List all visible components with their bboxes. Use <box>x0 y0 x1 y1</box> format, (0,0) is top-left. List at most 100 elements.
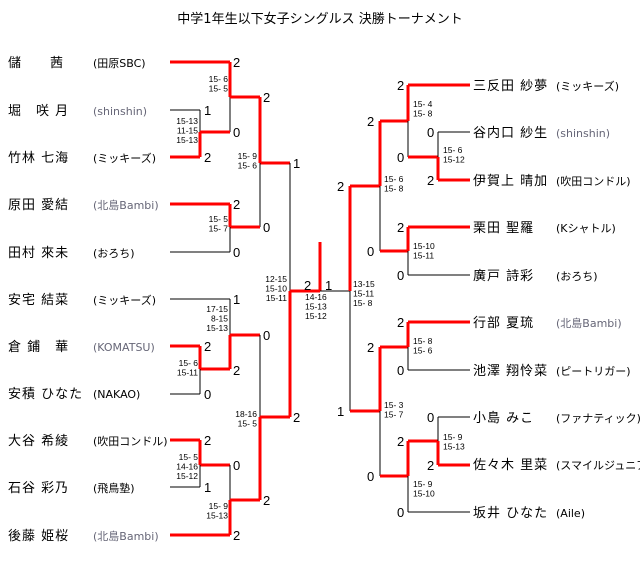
game-score: 15-13 <box>176 116 198 126</box>
match-score-count: 2 <box>233 55 240 70</box>
player-name: 三反田 紗夢 <box>473 79 548 94</box>
match-score-count: 2 <box>233 528 240 543</box>
game-score: 15- 8 <box>413 336 433 346</box>
player-club: (ミッキーズ) <box>93 151 156 165</box>
player-club: (北島Bambi) <box>93 198 159 212</box>
match-score-count: 0 <box>397 150 404 165</box>
player-club: (ピートリガー) <box>556 365 631 378</box>
game-score: 15- 9 <box>443 432 463 442</box>
game-score: 15- 7 <box>209 224 229 234</box>
match-score-count: 2 <box>427 173 434 188</box>
match-score-count: 0 <box>397 363 404 378</box>
game-score: 15-10 <box>413 241 435 251</box>
player-club: (飛鳥塾) <box>93 481 135 495</box>
game-score: 15- 4 <box>413 99 433 109</box>
match-score-count: 0 <box>427 125 434 140</box>
player-name: 谷内口 紗生 <box>473 125 548 141</box>
player-club: (ファナティック) <box>556 412 640 425</box>
game-score: 8-15 <box>211 314 228 324</box>
match-score-count: 2 <box>397 220 404 235</box>
match-score-count: 1 <box>204 480 211 495</box>
player-name: 儲 茜 <box>8 56 64 71</box>
match-score-count: 2 <box>263 493 270 508</box>
match-score-count: 2 <box>367 114 374 129</box>
game-score: 15- 6 <box>179 358 199 368</box>
player-club: (田原SBC) <box>93 57 146 70</box>
game-score: 15- 6 <box>209 74 229 84</box>
player-club: (吹田コンドル) <box>93 435 168 448</box>
player-name: 栗田 聖羅 <box>473 221 534 236</box>
game-score: 15-11 <box>266 293 287 303</box>
game-score: 15- 9 <box>209 501 229 511</box>
match-score-count: 2 <box>304 278 311 293</box>
game-score: 15- 5 <box>238 419 258 429</box>
player-name: 倉 鋪 華 <box>8 339 69 355</box>
match-score-count: 2 <box>293 410 300 425</box>
player-club: (shinshin) <box>556 127 610 140</box>
match-score-count: 0 <box>204 387 211 402</box>
game-score: 15-12 <box>305 311 327 321</box>
game-score: 15- 9 <box>413 479 433 489</box>
player-name: 池澤 翔怜菜 <box>473 364 548 379</box>
game-score: 15-13 <box>305 302 327 312</box>
match-score-count: 0 <box>427 410 434 425</box>
player-name: 廣戸 詩彩 <box>473 269 534 284</box>
game-score: 15- 6 <box>384 174 404 184</box>
match-score-count: 0 <box>263 328 270 343</box>
game-score: 15-12 <box>443 155 465 165</box>
player-name: 安積 ひなた <box>8 387 83 402</box>
match-score-count: 1 <box>204 103 211 118</box>
player-name: 原田 愛結 <box>8 198 69 213</box>
game-score: 15-10 <box>413 489 435 499</box>
match-score-count: 2 <box>204 150 211 165</box>
game-score: 15- 6 <box>413 346 433 356</box>
match-score-count: 2 <box>204 339 211 354</box>
game-score: 15-11 <box>353 289 374 299</box>
match-score-count: 2 <box>367 340 374 355</box>
match-score-count: 0 <box>233 458 240 473</box>
game-score: 15-13 <box>176 135 198 145</box>
match-score-count: 2 <box>397 315 404 330</box>
game-score: 15- 5 <box>209 214 229 224</box>
game-score: 13-15 <box>353 279 375 289</box>
player-club: (スマイルジュニア) <box>556 459 640 472</box>
player-club: (おろち) <box>556 270 598 283</box>
game-score: 15- 8 <box>413 109 433 119</box>
game-score: 12-15 <box>265 274 287 284</box>
player-name: 行部 夏琉 <box>473 316 534 331</box>
player-club: (ミッキーズ) <box>556 79 619 93</box>
match-score-count: 0 <box>367 244 374 259</box>
game-score: 15- 5 <box>209 84 229 94</box>
game-score: 15-11 <box>177 368 198 378</box>
match-score-count: 1 <box>233 292 240 307</box>
game-score: 15-11 <box>413 251 434 261</box>
game-score: 15- 5 <box>179 452 199 462</box>
match-score-count: 2 <box>263 90 270 105</box>
player-name: 坂井 ひなた <box>473 506 548 521</box>
game-score: 15-12 <box>176 471 198 481</box>
game-score: 11-15 <box>177 126 198 136</box>
player-name: 小島 みこ <box>473 411 534 426</box>
match-score-count: 2 <box>204 433 211 448</box>
player-name: 後藤 姫桜 <box>8 529 69 544</box>
player-name: 竹林 七海 <box>8 151 69 166</box>
game-score: 15- 7 <box>384 410 404 420</box>
game-score: 15- 9 <box>238 151 258 161</box>
game-score: 15-10 <box>265 284 287 294</box>
game-score: 15- 6 <box>443 145 463 155</box>
match-score-count: 0 <box>233 125 240 140</box>
match-score-count: 1 <box>293 156 300 171</box>
player-club: (吹田コンドル) <box>556 175 631 188</box>
player-club: (北島Bambi) <box>93 529 159 543</box>
player-club: (北島Bambi) <box>556 316 622 330</box>
match-score-count: 2 <box>397 78 404 93</box>
player-name: 田村 來未 <box>8 246 69 261</box>
game-score: 18-16 <box>235 409 257 419</box>
player-club: (ミッキーズ) <box>93 293 156 307</box>
game-score: 17-15 <box>206 304 228 314</box>
match-score-count: 2 <box>427 458 434 473</box>
player-club: (おろち) <box>93 247 135 260</box>
game-score: 15-13 <box>206 511 228 521</box>
player-name: 大谷 希綾 <box>8 433 69 449</box>
player-club: (Kシャトル) <box>556 222 616 235</box>
